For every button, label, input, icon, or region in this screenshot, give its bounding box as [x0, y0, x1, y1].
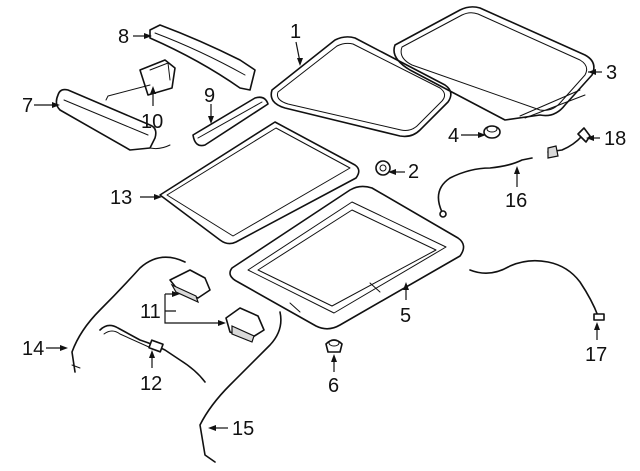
part-5-sunroof-frame: [229, 185, 465, 330]
callout-9: 9: [204, 85, 215, 107]
callout-3: 3: [606, 62, 617, 84]
part-13-sunshade: [159, 121, 360, 245]
part-15-drain-hose: [199, 311, 282, 463]
part-12-harness: [99, 324, 206, 383]
part-2-clip: [375, 160, 391, 176]
callout-12: 12: [140, 373, 162, 395]
callout-13: 13: [110, 187, 132, 209]
callout-6: 6: [328, 375, 339, 397]
callout-18: 18: [604, 128, 626, 150]
callout-4: 4: [448, 125, 459, 147]
part-6-plug: [325, 339, 343, 353]
part-9-trim-strip: [192, 96, 269, 147]
callout-labels: 1 2 3 4 5 6 7 8 9 10 11 12 13 14 15 16 1…: [22, 21, 626, 440]
callout-8: 8: [118, 26, 129, 48]
callout-2: 2: [408, 161, 419, 183]
part-8-deflector-strip: [149, 24, 256, 91]
callout-7: 7: [22, 95, 33, 117]
part-16-drain-hose: [437, 157, 533, 218]
callout-14: 14: [22, 338, 44, 360]
callout-11: 11: [140, 301, 161, 323]
part-3-rear-panel: [393, 6, 595, 121]
leader-lines: [34, 33, 602, 431]
part-10-bracket: [105, 59, 176, 101]
callout-16: 16: [505, 190, 527, 212]
part-17-drain-hose: [469, 259, 605, 321]
part-1-glass-panel: [270, 36, 452, 138]
part-14-drain-hose: [71, 256, 186, 373]
callout-5: 5: [400, 305, 411, 327]
part-11-motor-units: [169, 269, 265, 343]
part-18-connector: [547, 127, 591, 159]
callout-17: 17: [585, 344, 607, 366]
callout-10: 10: [141, 111, 163, 133]
callout-15: 15: [232, 418, 254, 440]
callout-1: 1: [290, 21, 301, 43]
part-4-grommet: [483, 125, 501, 139]
